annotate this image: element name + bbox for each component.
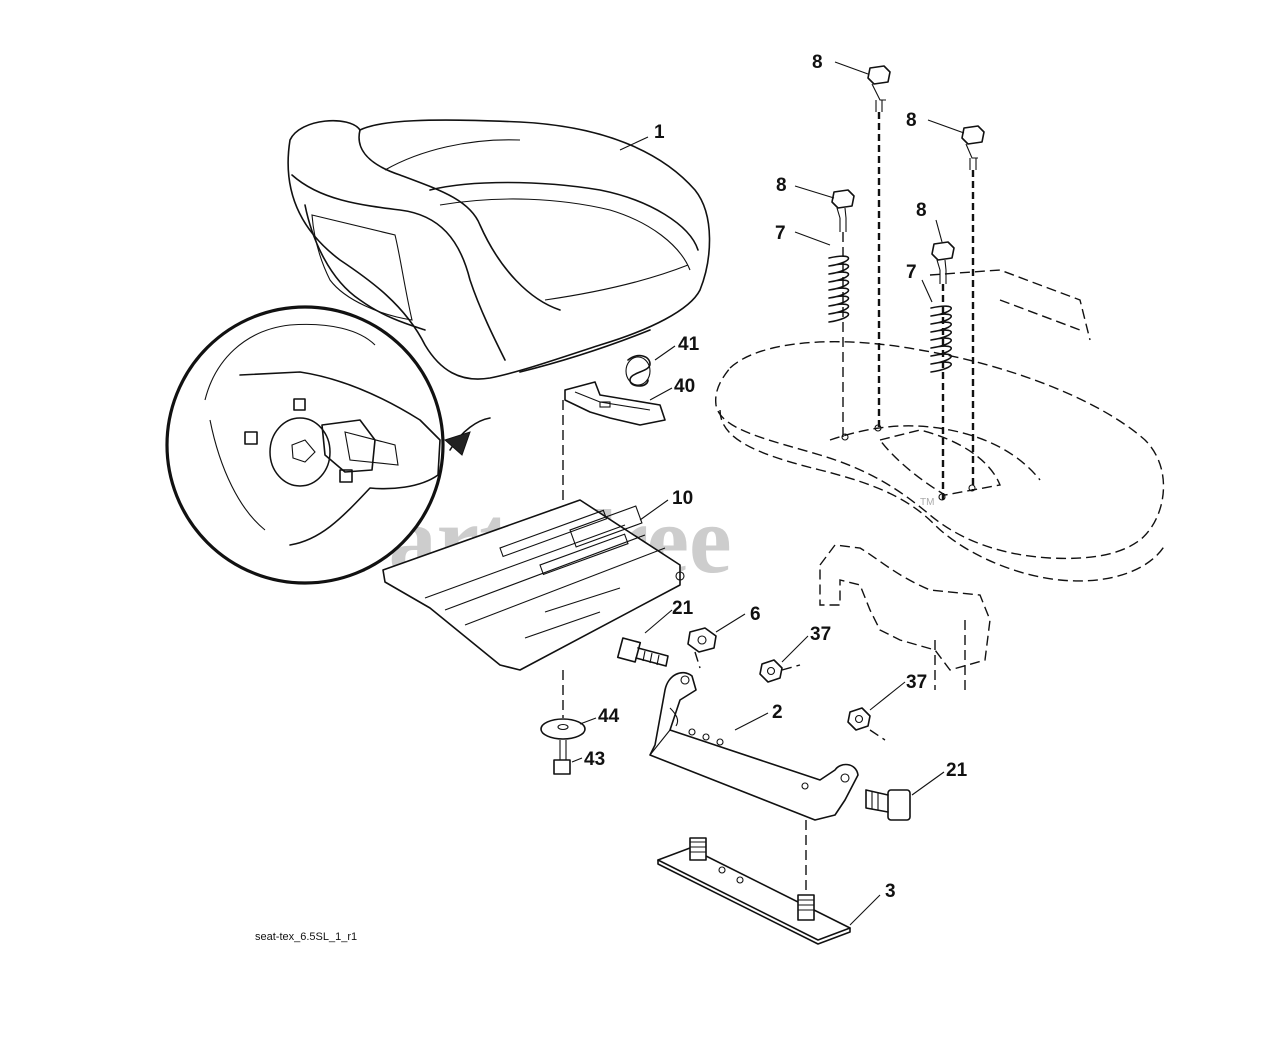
callout-labels: 1 2 3 6 7 7 8 8 8 8 10 21 21 37 37 40 41… <box>584 52 968 902</box>
plate-part-3[interactable] <box>657 837 851 945</box>
bolt-part-21-left[interactable] <box>616 637 669 667</box>
nut-part-37-b[interactable] <box>847 707 871 731</box>
callout-8-b: 8 <box>906 110 917 131</box>
bolt-part-21-right[interactable] <box>865 789 911 821</box>
washer-part-44[interactable] <box>540 718 586 740</box>
seat-pan-part-10[interactable] <box>382 499 685 671</box>
callout-10: 10 <box>672 488 693 509</box>
callout-6: 6 <box>750 604 761 625</box>
callout-21-right: 21 <box>946 760 968 781</box>
spring-part-7-left[interactable] <box>828 255 850 323</box>
callout-37-b: 37 <box>906 672 927 693</box>
assembly-lines <box>562 112 975 895</box>
callout-7-left: 7 <box>775 223 786 244</box>
callout-43: 43 <box>584 749 605 770</box>
callout-1: 1 <box>654 122 665 143</box>
nut-part-37-a[interactable] <box>759 659 783 683</box>
callout-leaders <box>571 61 965 926</box>
callout-44: 44 <box>598 706 620 727</box>
bolt-part-8-d[interactable] <box>931 241 955 284</box>
bolt-part-8-a[interactable] <box>867 65 891 112</box>
figure-id: seat-tex_6.5SL_1_r1 <box>255 931 357 943</box>
callout-3: 3 <box>885 881 896 902</box>
bolt-part-8-c[interactable] <box>831 189 855 232</box>
callout-8-d: 8 <box>916 200 927 221</box>
bracket-part-2[interactable] <box>649 671 859 821</box>
bracket-part-40[interactable] <box>564 381 666 426</box>
bolt-part-8-b[interactable] <box>961 125 985 170</box>
callout-40: 40 <box>674 376 695 397</box>
callout-8-c: 8 <box>776 175 787 196</box>
nut-part-6[interactable] <box>687 627 717 653</box>
callout-8-a: 8 <box>812 52 823 73</box>
detail-view <box>165 305 491 585</box>
bolt-part-43[interactable] <box>553 740 571 775</box>
callout-21-left: 21 <box>672 598 694 619</box>
callout-7-right: 7 <box>906 262 917 283</box>
seat[interactable] <box>287 119 711 380</box>
callout-2: 2 <box>772 702 783 723</box>
tractor-frame <box>715 269 1166 690</box>
spring-part-7-right[interactable] <box>930 305 952 373</box>
callout-41: 41 <box>678 334 700 355</box>
callout-37-a: 37 <box>810 624 831 645</box>
spring-part-41[interactable] <box>625 354 651 387</box>
watermark-trademark: TM <box>920 497 934 508</box>
